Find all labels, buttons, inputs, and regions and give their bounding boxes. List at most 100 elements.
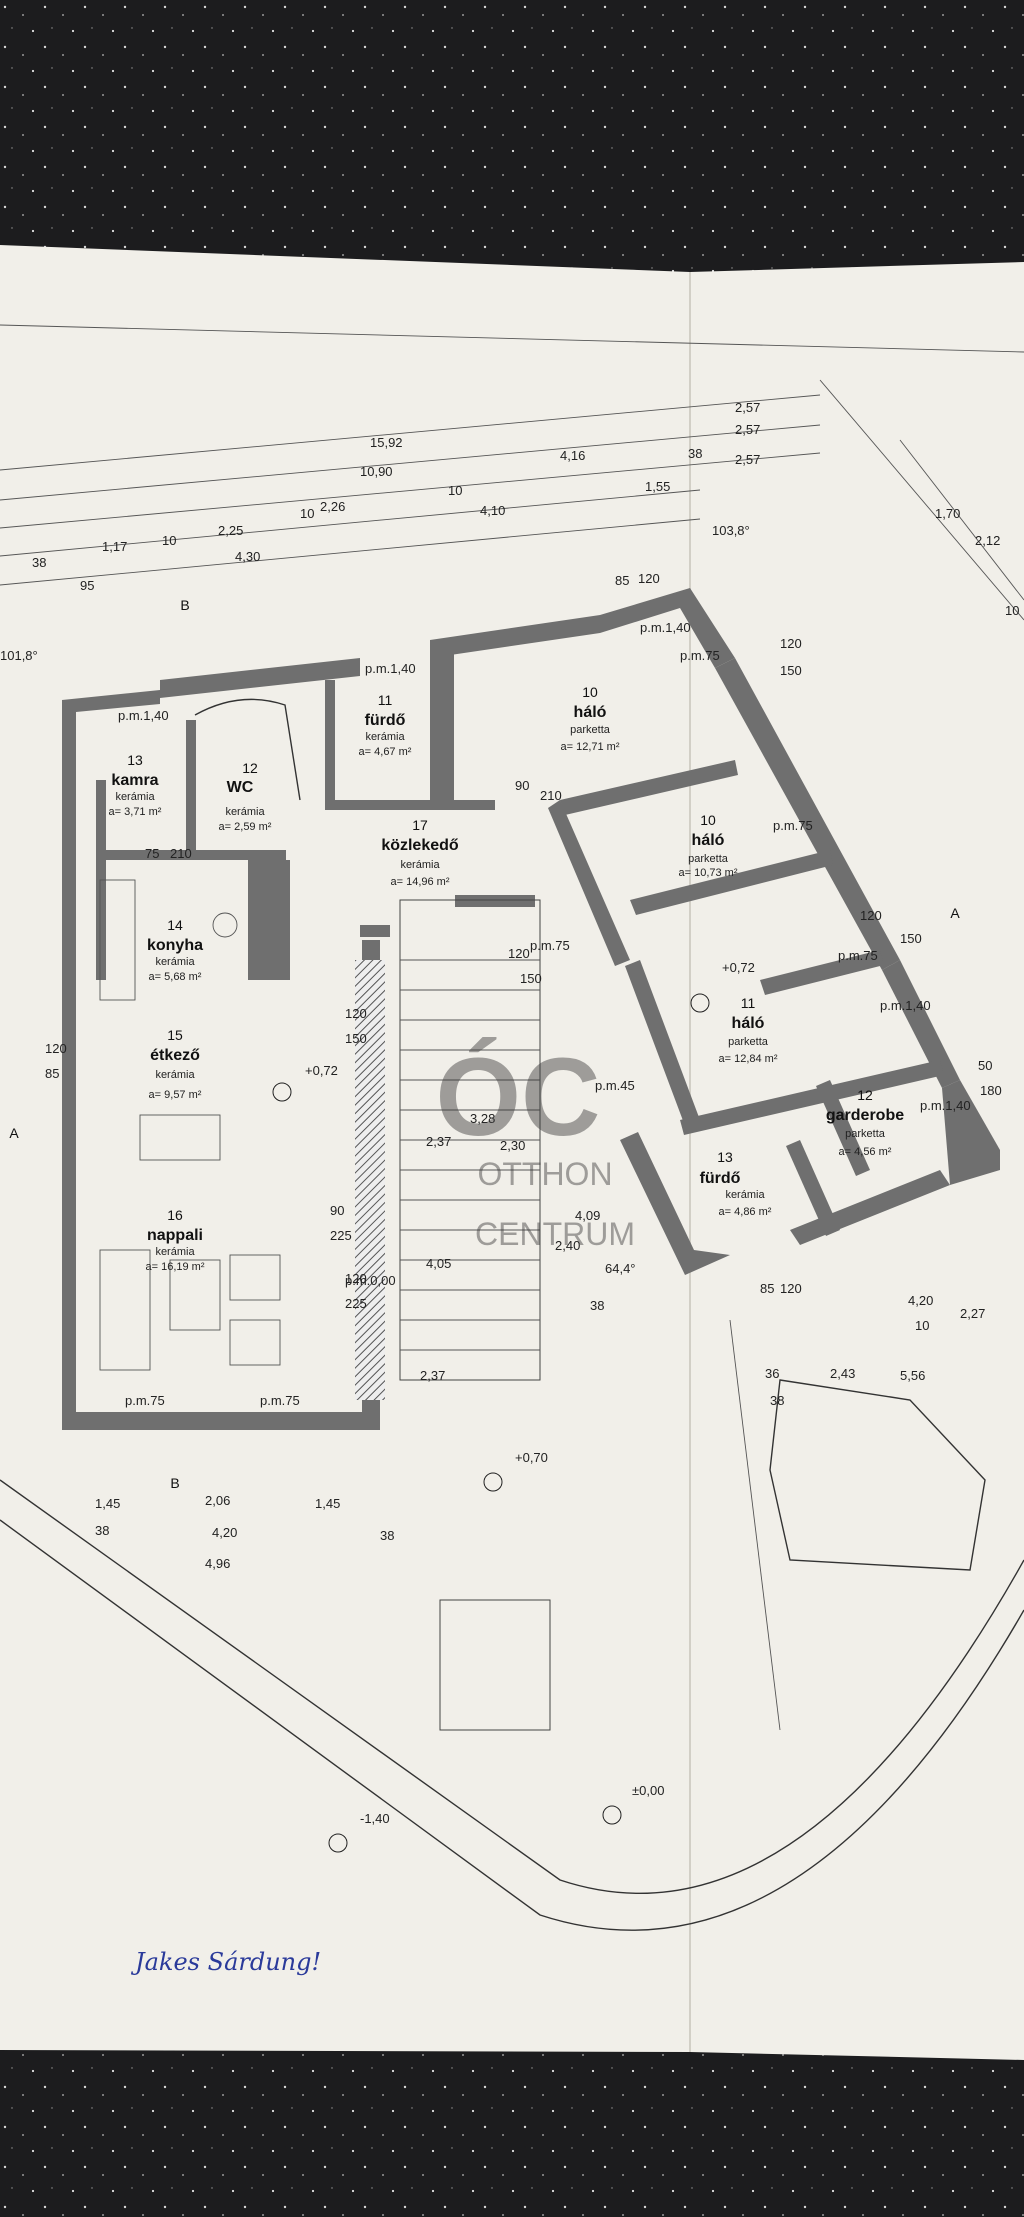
- svg-text:1,55: 1,55: [645, 479, 670, 494]
- svg-text:10: 10: [448, 483, 462, 498]
- svg-text:a= 9,57 m²: a= 9,57 m²: [149, 1089, 202, 1101]
- svg-text:4,16: 4,16: [560, 448, 585, 463]
- section-a-left: A: [9, 1125, 19, 1141]
- room-etkezo: 15 étkező kerámia a= 9,57 m²: [149, 1027, 202, 1101]
- svg-text:p.m.45: p.m.45: [595, 1078, 635, 1093]
- level-markers: +0,72 +0,72 +0,70 ±0,00 -1,40: [272, 960, 755, 1853]
- svg-text:150: 150: [900, 931, 922, 946]
- svg-text:3,28: 3,28: [470, 1111, 495, 1126]
- svg-text:a= 12,84 m²: a= 12,84 m²: [718, 1053, 777, 1065]
- svg-text:225: 225: [330, 1228, 352, 1243]
- svg-text:2,27: 2,27: [960, 1306, 985, 1321]
- watermark-logo: ÓC OTTHON CENTRUM: [436, 1036, 635, 1252]
- svg-text:14: 14: [167, 917, 183, 933]
- svg-text:17: 17: [412, 817, 428, 833]
- svg-text:kerámia: kerámia: [725, 1189, 765, 1201]
- room-labels: 13 kamra kerámia a= 3,71 m² 12 WC kerámi…: [109, 684, 905, 1273]
- svg-text:1,17: 1,17: [102, 539, 127, 554]
- svg-text:p.m.75: p.m.75: [838, 948, 878, 963]
- svg-text:103,8°: 103,8°: [712, 523, 750, 538]
- svg-text:±0,00: ±0,00: [632, 1783, 664, 1798]
- svg-text:38: 38: [32, 555, 46, 570]
- svg-text:85: 85: [45, 1066, 59, 1081]
- svg-text:10: 10: [162, 533, 176, 548]
- svg-text:5,56: 5,56: [900, 1368, 925, 1383]
- svg-text:nappali: nappali: [147, 1227, 203, 1244]
- svg-text:10: 10: [700, 812, 716, 828]
- svg-text:210: 210: [540, 788, 562, 803]
- top-dimension-lines: [0, 379, 1024, 621]
- svg-text:150: 150: [780, 663, 802, 678]
- svg-text:parketta: parketta: [728, 1036, 769, 1048]
- svg-text:120: 120: [345, 1006, 367, 1021]
- svg-text:38: 38: [380, 1528, 394, 1543]
- svg-text:a= 3,71 m²: a= 3,71 m²: [109, 806, 162, 818]
- svg-text:4,20: 4,20: [908, 1293, 933, 1308]
- svg-text:120: 120: [508, 946, 530, 961]
- svg-text:CENTRUM: CENTRUM: [475, 1216, 635, 1252]
- svg-text:a= 2,59 m²: a= 2,59 m²: [219, 821, 272, 833]
- svg-text:38: 38: [590, 1298, 604, 1313]
- svg-text:háló: háló: [692, 832, 725, 849]
- svg-text:kerámia: kerámia: [365, 731, 405, 743]
- room-kozlekedo: 17 közlekedő kerámia a= 14,96 m²: [381, 817, 459, 888]
- svg-text:közlekedő: közlekedő: [381, 837, 459, 854]
- svg-text:fürdő: fürdő: [700, 1170, 741, 1187]
- svg-text:WC: WC: [227, 779, 254, 796]
- svg-text:225: 225: [345, 1296, 367, 1311]
- svg-text:150: 150: [520, 971, 542, 986]
- svg-text:11: 11: [378, 692, 393, 708]
- svg-text:4,09: 4,09: [575, 1208, 600, 1223]
- door-labels: p.m.1,40 p.m.1,40 p.m.1,40 p.m.75 p.m.75…: [118, 620, 971, 1408]
- svg-text:38: 38: [688, 446, 702, 461]
- svg-text:4,10: 4,10: [480, 503, 505, 518]
- svg-text:10: 10: [300, 506, 314, 521]
- svg-text:2,43: 2,43: [830, 1366, 855, 1381]
- svg-text:4,30: 4,30: [235, 549, 260, 564]
- room-halo-2: 10 háló parketta a= 10,73 m²: [678, 812, 737, 879]
- svg-text:120: 120: [780, 636, 802, 651]
- svg-text:+0,72: +0,72: [305, 1063, 338, 1078]
- room-kamra: 13 kamra kerámia a= 3,71 m²: [109, 752, 162, 818]
- svg-text:2,06: 2,06: [205, 1493, 230, 1508]
- svg-text:a= 4,56 m²: a= 4,56 m²: [839, 1146, 892, 1158]
- svg-text:101,8°: 101,8°: [0, 648, 38, 663]
- svg-text:90: 90: [330, 1203, 344, 1218]
- svg-text:75: 75: [145, 846, 159, 861]
- svg-text:fürdő: fürdő: [365, 712, 406, 729]
- svg-text:kamra: kamra: [111, 772, 158, 789]
- svg-text:85: 85: [760, 1281, 774, 1296]
- svg-text:-1,40: -1,40: [360, 1811, 390, 1826]
- svg-text:4,05: 4,05: [426, 1256, 451, 1271]
- svg-text:a= 14,96 m²: a= 14,96 m²: [390, 876, 449, 888]
- svg-text:p.m.1,40: p.m.1,40: [365, 661, 416, 676]
- svg-text:120: 120: [345, 1271, 367, 1286]
- svg-text:parketta: parketta: [570, 724, 611, 736]
- svg-text:13: 13: [127, 752, 143, 768]
- svg-text:háló: háló: [574, 704, 607, 721]
- svg-text:150: 150: [345, 1031, 367, 1046]
- room-garderobe: 12 garderobe parketta a= 4,56 m²: [826, 1087, 904, 1158]
- svg-text:120: 120: [860, 908, 882, 923]
- svg-text:p.m.75: p.m.75: [125, 1393, 165, 1408]
- svg-text:2,25: 2,25: [218, 523, 243, 538]
- svg-text:1,45: 1,45: [95, 1496, 120, 1511]
- svg-text:2,37: 2,37: [420, 1368, 445, 1383]
- svg-text:a= 16,19 m²: a= 16,19 m²: [145, 1261, 204, 1273]
- svg-text:parketta: parketta: [688, 853, 729, 865]
- svg-text:2,57: 2,57: [735, 452, 760, 467]
- svg-text:p.m.75: p.m.75: [530, 938, 570, 953]
- svg-text:étkező: étkező: [150, 1047, 200, 1064]
- svg-text:kerámia: kerámia: [155, 956, 195, 968]
- svg-text:p.m.1,40: p.m.1,40: [118, 708, 169, 723]
- svg-text:ÓC: ÓC: [436, 1036, 601, 1159]
- staircase: [194, 698, 541, 1400]
- section-b-bottom: B: [170, 1475, 179, 1491]
- svg-text:10,90: 10,90: [360, 464, 393, 479]
- svg-text:garderobe: garderobe: [826, 1107, 904, 1124]
- svg-text:180: 180: [980, 1083, 1002, 1098]
- svg-text:50: 50: [978, 1058, 992, 1073]
- svg-text:a= 4,67 m²: a= 4,67 m²: [359, 746, 412, 758]
- svg-text:90: 90: [515, 778, 529, 793]
- svg-text:10: 10: [582, 684, 598, 700]
